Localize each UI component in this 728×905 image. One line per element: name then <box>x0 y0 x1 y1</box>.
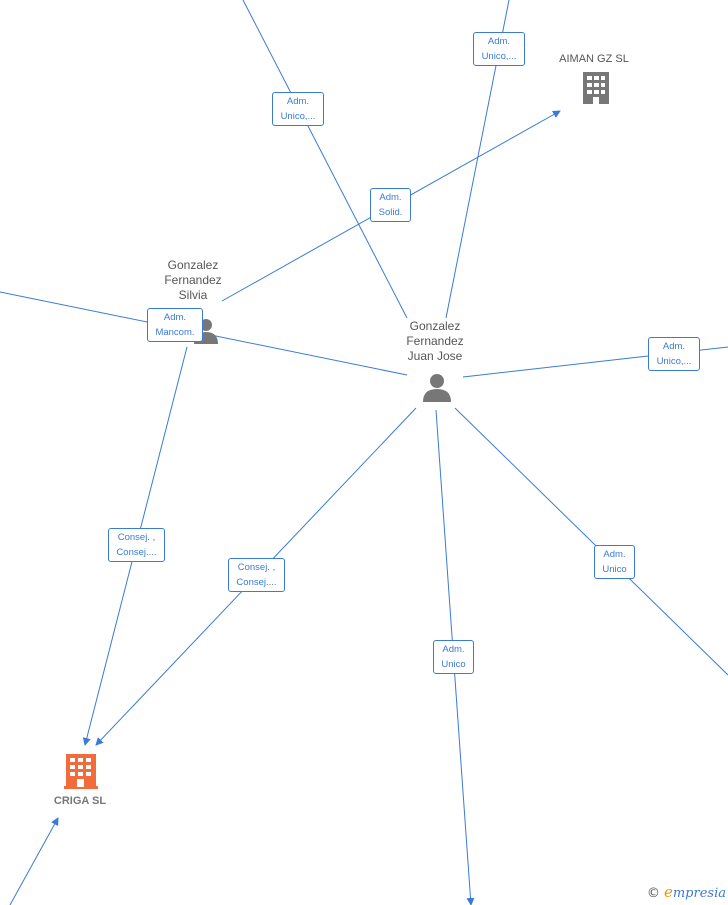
person-icon[interactable] <box>423 374 451 402</box>
role-box[interactable]: Adm. Unico <box>433 640 474 674</box>
copyright-symbol: © <box>646 886 660 901</box>
role-box[interactable]: Adm. Mancom. <box>147 308 203 342</box>
building-icon[interactable] <box>64 754 98 789</box>
role-box[interactable]: Adm. Unico <box>594 545 635 579</box>
role-box[interactable]: Adm. Unico,... <box>272 92 324 126</box>
node-label-silvia[interactable]: Gonzalez Fernandez Silvia <box>164 258 222 302</box>
empresia-logo: empresia <box>663 883 726 901</box>
node-label-aiman[interactable]: AIMAN GZ SL <box>559 53 629 65</box>
node-label-criga[interactable]: CRIGA SL <box>53 795 107 807</box>
role-box[interactable]: Adm. Unico,... <box>648 337 700 371</box>
role-box[interactable]: Adm. Unico,... <box>473 32 525 66</box>
edge-bottom-left-to-criga <box>9 817 59 905</box>
edge-juan-to-bottom-right <box>454 407 728 676</box>
node-label-juan[interactable]: Gonzalez Fernandez Juan Jose <box>406 319 464 363</box>
role-box[interactable]: Consej. , Consej.... <box>108 528 165 562</box>
role-box[interactable]: Adm. Solid. <box>370 188 411 222</box>
empresia-credit: © empresia <box>647 883 726 901</box>
edge-top-to-juan <box>242 0 408 319</box>
building-icon[interactable] <box>583 72 609 104</box>
role-box[interactable]: Consej. , Consej.... <box>228 558 285 592</box>
